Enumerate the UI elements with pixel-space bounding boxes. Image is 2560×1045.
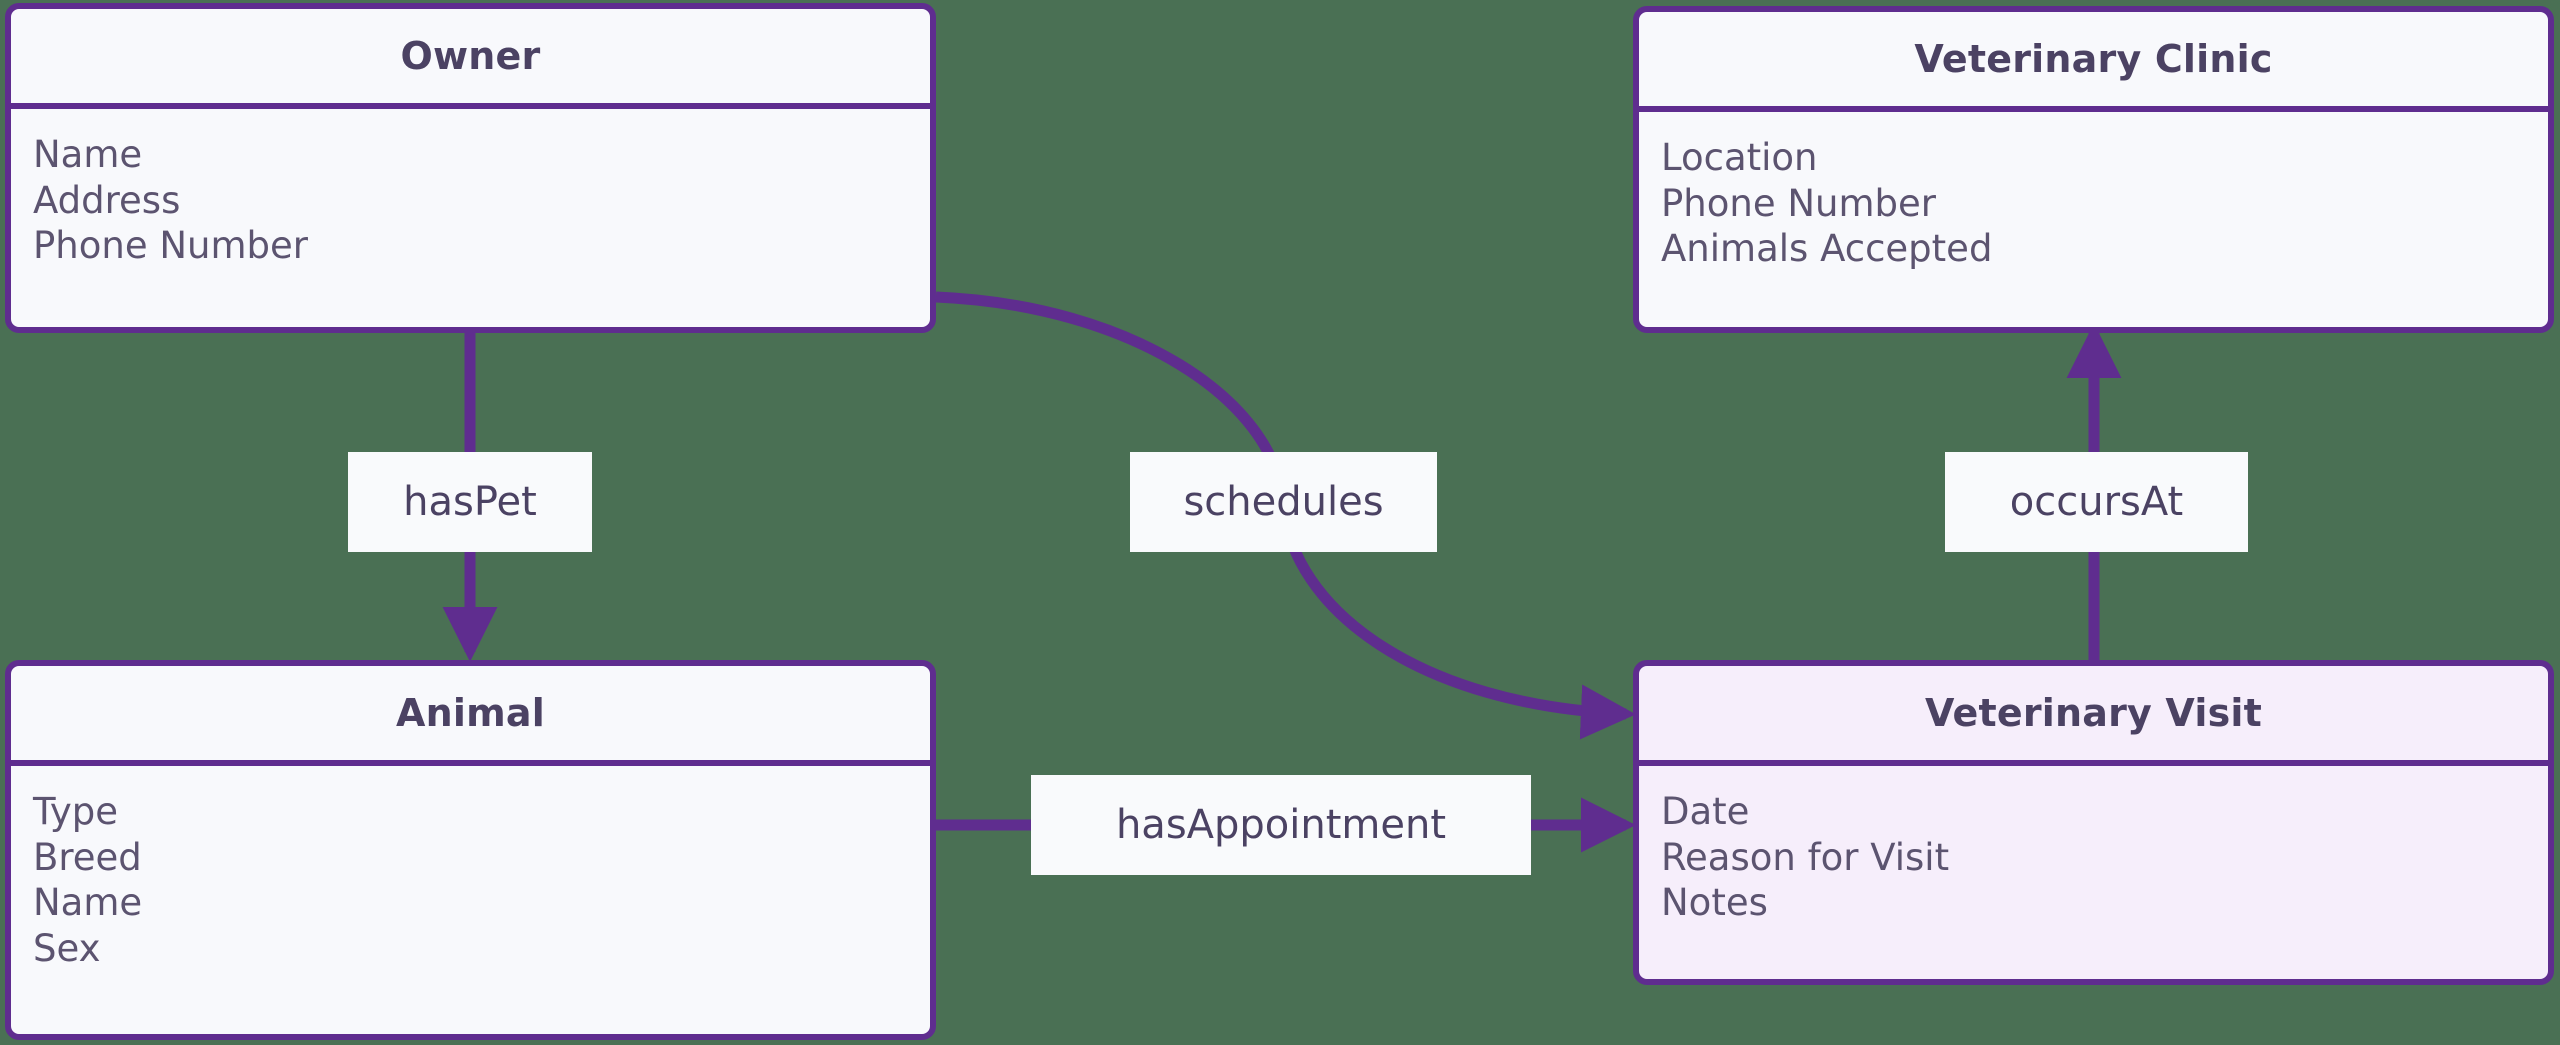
relationship-label-hasappointment[interactable]: hasAppointment	[1031, 775, 1531, 875]
attribute: Reason for Visit	[1661, 835, 1950, 879]
entity-veterinary-visit[interactable]: Veterinary Visit Date Reason for Visit N…	[1633, 660, 2554, 985]
attribute: Phone Number	[33, 224, 309, 268]
attribute: Name	[33, 881, 143, 925]
relationship-label-occursat[interactable]: occursAt	[1945, 452, 2248, 552]
entity-veterinary-visit-title: Veterinary Visit	[1924, 691, 2263, 735]
relationship-label-hasappointment-text: hasAppointment	[1115, 802, 1447, 848]
entity-owner-title: Owner	[400, 34, 541, 78]
entity-animal-title: Animal	[396, 691, 545, 735]
entity-veterinary-clinic[interactable]: Veterinary Clinic Location Phone Number …	[1633, 6, 2554, 333]
relationship-label-haspet-text: hasPet	[403, 479, 537, 525]
relationship-label-schedules[interactable]: schedules	[1130, 452, 1437, 552]
attribute: Notes	[1661, 881, 1768, 925]
entity-animal-header: Animal	[11, 666, 930, 766]
entity-animal[interactable]: Animal Type Breed Name Sex	[5, 660, 936, 1040]
relationship-label-haspet[interactable]: hasPet	[348, 452, 592, 552]
entity-veterinary-clinic-title: Veterinary Clinic	[1914, 37, 2273, 81]
attribute: Animals Accepted	[1661, 227, 1993, 271]
entity-animal-attributes: Type Breed Name Sex	[11, 766, 930, 1034]
entity-veterinary-clinic-attributes: Location Phone Number Animals Accepted	[1639, 112, 2548, 327]
relationship-label-occursat-text: occursAt	[2009, 479, 2184, 525]
attribute: Phone Number	[1661, 181, 1937, 225]
attribute: Type	[33, 790, 118, 833]
attribute: Sex	[33, 927, 101, 971]
entity-veterinary-visit-attributes: Date Reason for Visit Notes	[1639, 766, 2548, 979]
attribute: Date	[1661, 790, 1750, 833]
attribute: Breed	[33, 835, 142, 879]
entity-owner[interactable]: Owner Name Address Phone Number	[5, 3, 936, 333]
entity-veterinary-visit-header: Veterinary Visit	[1639, 666, 2548, 766]
relationship-label-schedules-text: schedules	[1183, 479, 1384, 525]
entity-veterinary-clinic-header: Veterinary Clinic	[1639, 12, 2548, 112]
attribute: Name	[33, 133, 143, 176]
attribute: Address	[33, 178, 181, 222]
entity-owner-header: Owner	[11, 9, 930, 109]
entity-owner-attributes: Name Address Phone Number	[11, 109, 930, 327]
attribute: Location	[1661, 136, 1818, 179]
